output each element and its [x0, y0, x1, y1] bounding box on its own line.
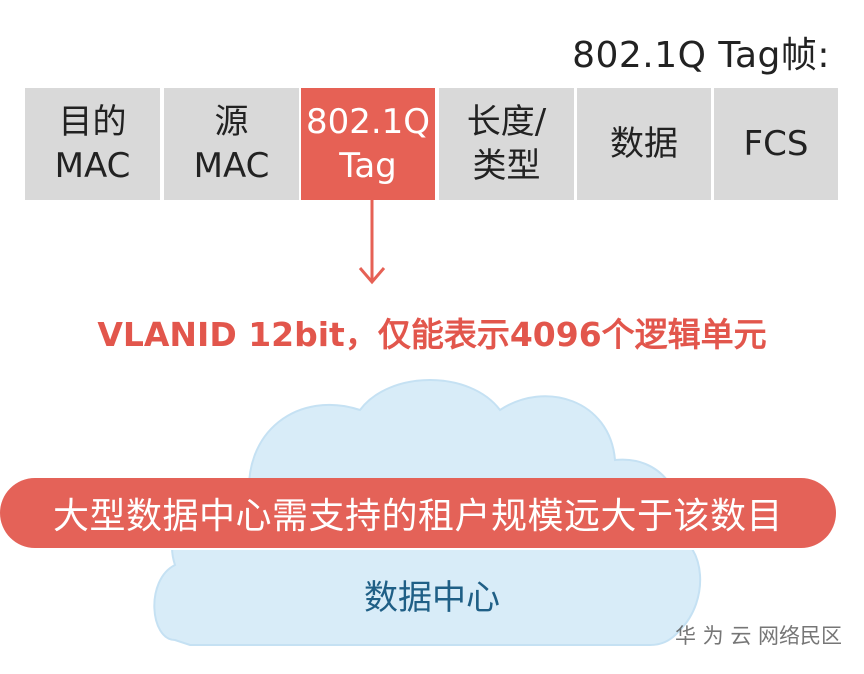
vlan-note: VLANID 12bit，仅能表示4096个逻辑单元	[97, 315, 767, 354]
field-dest-mac: 目的 MAC	[25, 88, 160, 200]
field-8021q-tag: 802.1Q Tag	[301, 88, 435, 200]
title: 802.1Q Tag帧:	[572, 35, 830, 76]
field-length-type: 长度/ 类型	[439, 88, 574, 200]
field-src-mac: 源 MAC	[164, 88, 299, 200]
tenant-scale-banner: 大型数据中心需支持的租户规模远大于该数目	[0, 478, 836, 548]
field-data: 数据	[577, 88, 711, 200]
watermark: 华 为 云 网络民区	[674, 624, 842, 648]
down-arrow-icon	[358, 200, 386, 285]
field-fcs: FCS	[714, 88, 838, 200]
data-center-label: 数据中心	[364, 578, 500, 618]
